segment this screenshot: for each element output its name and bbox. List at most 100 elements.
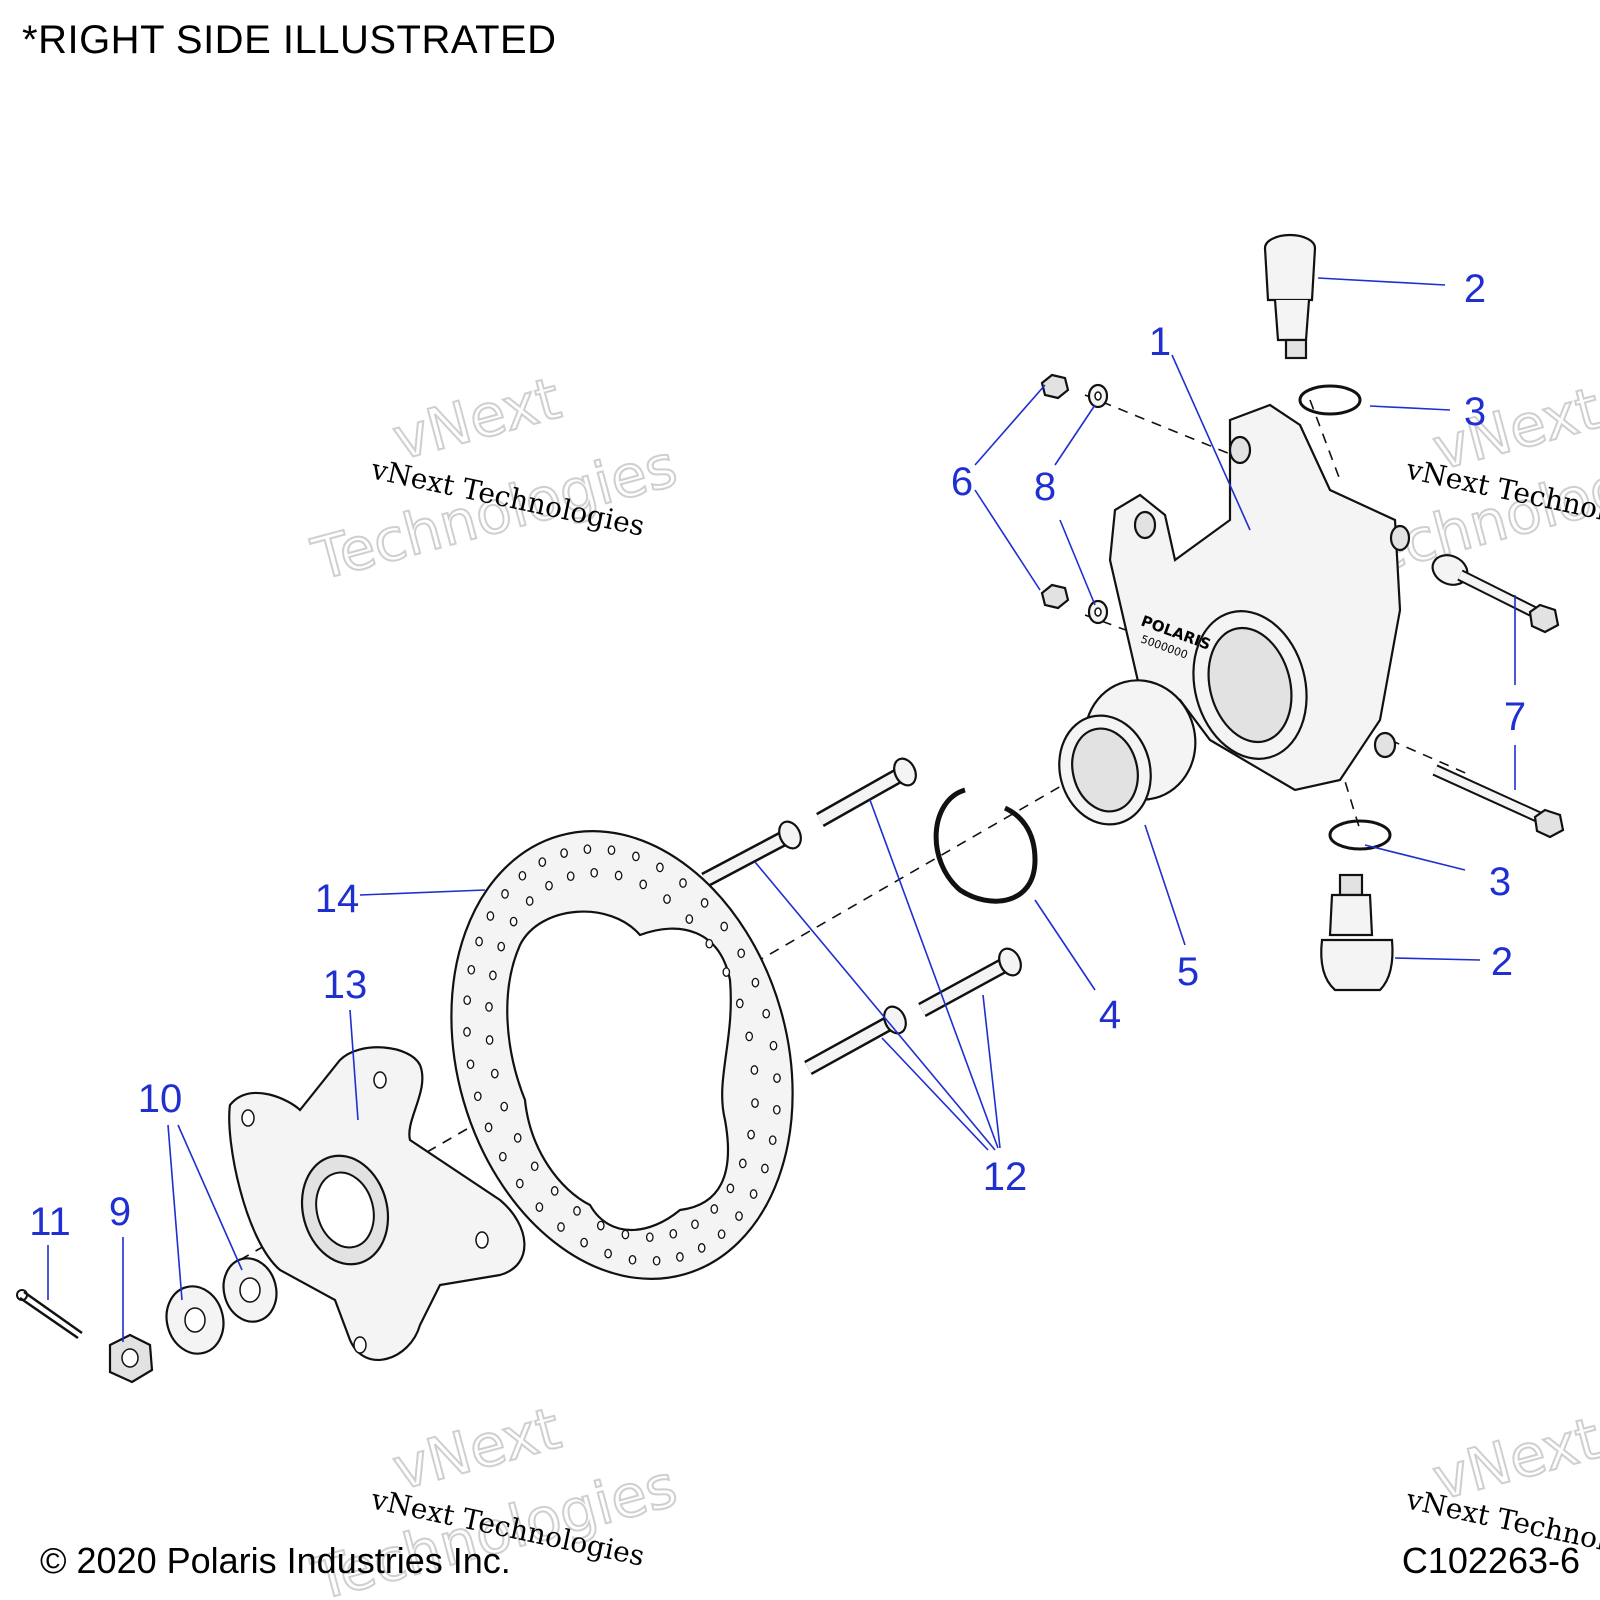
brake-disc-hole — [583, 844, 592, 855]
brake-disc-hole — [639, 879, 648, 890]
callout-3-upper: 3 — [1464, 390, 1486, 434]
brake-disc-hole — [500, 1101, 509, 1112]
brake-disc-hole — [550, 1186, 559, 1196]
brake-disc-hole — [749, 1189, 758, 1199]
brake-disc-hole — [710, 1204, 719, 1214]
brake-disc-hole — [498, 1151, 507, 1162]
brake-disc-hole — [509, 916, 518, 927]
brake-disc-hole — [691, 1219, 699, 1230]
brake-disc-hole — [545, 880, 553, 891]
brake-disc-hole — [769, 1040, 778, 1051]
hub-washer-inner-part — [222, 1257, 278, 1323]
brake-disc-hole — [467, 964, 476, 975]
brake-disc-hole — [614, 870, 623, 881]
brake-disc-hole — [466, 1059, 475, 1070]
wheel-bearing-part — [1058, 679, 1197, 826]
brake-disc-hole — [679, 878, 687, 888]
castle-nut-part — [108, 1333, 154, 1384]
steering-knuckle-part: POLARIS 5000000 — [1108, 403, 1411, 792]
callout-1: 1 — [1149, 320, 1171, 364]
callout-8: 8 — [1034, 465, 1056, 509]
brake-disc-hole — [645, 1232, 654, 1243]
brake-disc-hole — [762, 1008, 771, 1019]
brake-disc-hole — [761, 1163, 769, 1174]
callout-4: 4 — [1099, 993, 1121, 1037]
brake-disc-hole — [566, 871, 575, 882]
callout-9: 9 — [109, 1190, 131, 1234]
brake-disc-hole — [751, 977, 760, 988]
brake-disc-hole — [768, 1135, 777, 1146]
brake-disc-part — [450, 830, 794, 1280]
brake-disc-hole — [485, 1035, 494, 1045]
brake-disc-hole — [685, 914, 694, 924]
brake-disc-hole — [700, 898, 709, 908]
diagram-header-note: *RIGHT SIDE ILLUSTRATED — [22, 18, 557, 62]
wheel-stud-1-part — [701, 820, 802, 888]
retaining-ring-part — [933, 787, 1038, 904]
brake-disc-hole — [560, 848, 568, 858]
cotter-pin-part — [16, 1289, 83, 1340]
brake-disc-hole — [497, 941, 506, 952]
callout-2-lower: 2 — [1491, 940, 1513, 984]
wheel-stud-4-part — [918, 947, 1022, 1018]
brake-disc-hole — [513, 1133, 522, 1143]
brake-disc-hole — [490, 1068, 499, 1079]
callout-10: 10 — [138, 1077, 183, 1121]
brake-disc-hole — [580, 1237, 588, 1248]
brake-disc-hole — [484, 1122, 493, 1133]
brake-disc-hole — [737, 948, 746, 959]
brake-disc-hole — [525, 896, 534, 906]
brake-disc-hole — [772, 1104, 781, 1115]
snap-ring-upper-part — [1298, 384, 1362, 416]
brake-disc-hole — [557, 1222, 565, 1232]
brake-disc-hole — [751, 1098, 759, 1108]
brake-disc-hole — [463, 1027, 471, 1037]
wheel-stud-2-part — [816, 757, 917, 827]
brake-disc-hole — [515, 1178, 524, 1189]
brake-disc-hole — [697, 1243, 706, 1253]
svg-text:vNext: vNext — [386, 364, 567, 474]
brake-disc-hole — [773, 1073, 781, 1083]
wheel-hub-part — [228, 1046, 526, 1361]
brake-disc-hole — [501, 889, 509, 899]
callout-12: 12 — [983, 1155, 1028, 1199]
copyright-notice: © 2020 Polaris Industries Inc. — [40, 1540, 511, 1581]
brake-disc-hole — [735, 1211, 743, 1221]
hub-washer-outer-part — [165, 1285, 225, 1355]
watermark-top-left: vNext Technologies vNext Technologies — [304, 363, 684, 595]
callout-7: 7 — [1504, 695, 1526, 739]
flange-nut-upper-part — [1040, 373, 1070, 400]
brake-disc-hole — [747, 1129, 755, 1140]
callout-13: 13 — [323, 963, 368, 1007]
figure-code: C102263-6 — [1401, 1540, 1580, 1581]
callout-5: 5 — [1177, 950, 1199, 994]
brake-disc-hole — [530, 1161, 539, 1172]
callout-3-lower: 3 — [1489, 860, 1511, 904]
brake-disc-hole — [652, 1255, 661, 1266]
brake-disc-hole — [535, 1202, 544, 1212]
ball-joint-upper-part — [1263, 233, 1317, 360]
brake-disc-hole — [738, 1158, 747, 1169]
brake-disc-hole — [604, 1248, 612, 1259]
brake-disc-hole — [573, 1206, 581, 1216]
brake-disc-hole — [590, 867, 599, 878]
callout-2-upper: 2 — [1464, 267, 1486, 311]
flange-nut-lower-part — [1040, 583, 1070, 610]
washer-upper-part — [1087, 383, 1109, 409]
brake-disc-hole — [717, 1229, 726, 1240]
bolt-lower-part — [1432, 764, 1565, 839]
washer-lower-part — [1087, 599, 1109, 625]
brake-disc-hole — [720, 921, 729, 932]
ball-joint-lower-part — [1320, 873, 1394, 992]
brake-disc-hole — [538, 857, 547, 867]
brake-disc-hole — [596, 1220, 605, 1231]
brake-disc-hole — [735, 998, 744, 1009]
brake-disc-hole — [745, 1031, 754, 1042]
brake-disc-hole — [463, 995, 472, 1006]
brake-disc-hole — [475, 936, 483, 947]
brake-disc-hole — [473, 1091, 482, 1102]
brake-disc-hole — [518, 870, 527, 881]
brake-disc-hole — [705, 938, 714, 949]
callout-14: 14 — [315, 877, 360, 921]
